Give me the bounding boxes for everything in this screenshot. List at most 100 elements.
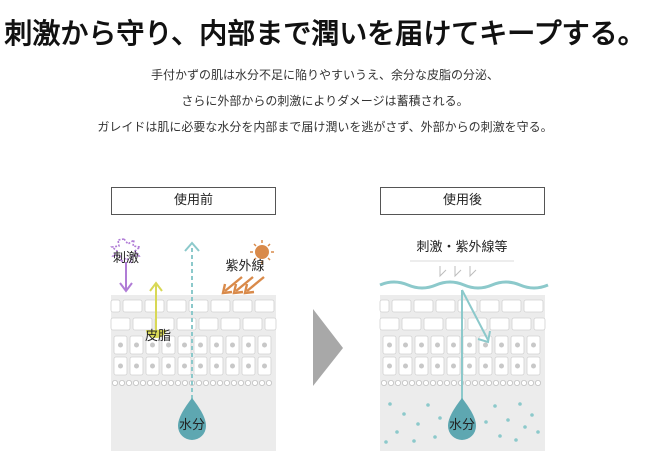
cell-nucleus — [515, 342, 520, 348]
before-skin-cells — [110, 299, 277, 386]
basal-cell — [387, 379, 394, 386]
cell-nucleus — [182, 363, 187, 369]
barrier-wave — [379, 280, 549, 290]
skin-cell — [232, 299, 253, 313]
skin-cell — [132, 317, 153, 331]
uv-sun-icon — [250, 240, 274, 264]
moisture-dot — [384, 440, 388, 444]
cell-nucleus — [182, 342, 187, 348]
cell-nucleus — [403, 342, 408, 348]
skin-cell — [144, 299, 165, 313]
moisture-dot — [514, 438, 518, 442]
basal-cell — [230, 379, 237, 386]
moisture-dot — [506, 418, 510, 422]
skin-cell — [401, 317, 422, 331]
irritation-label: 刺激 — [113, 250, 139, 265]
basal-cell — [237, 379, 244, 386]
basal-cell — [265, 379, 272, 386]
basal-cell — [415, 379, 422, 386]
basal-cell — [492, 379, 499, 386]
cell-nucleus — [387, 342, 392, 348]
cell-nucleus — [134, 363, 139, 369]
skin-cell — [166, 299, 187, 313]
cell-nucleus — [198, 363, 203, 369]
cell-nucleus — [118, 342, 123, 348]
basal-cell — [380, 379, 387, 386]
basal-cell — [506, 379, 513, 386]
after-skin-cells — [379, 299, 546, 386]
description: 手付かずの肌は水分不足に陥りやすいうえ、余分な皮脂の分泌、 さらに外部からの刺激… — [0, 62, 650, 140]
cell-nucleus — [435, 363, 440, 369]
basal-cell — [195, 379, 202, 386]
basal-cell — [126, 379, 133, 386]
skin-cell — [122, 299, 143, 313]
basal-cell — [408, 379, 415, 386]
page-title: 刺激から守り、内部まで潤いを届けてキープする。 — [4, 17, 646, 50]
skin-cell — [254, 299, 275, 313]
cell-nucleus — [246, 342, 251, 348]
transition-arrow-icon — [313, 309, 343, 386]
cell-nucleus — [262, 342, 267, 348]
moisture-dot — [395, 430, 399, 434]
skin-cell — [489, 317, 510, 331]
basal-cell — [209, 379, 216, 386]
basal-cell — [394, 379, 401, 386]
cell-nucleus — [166, 363, 171, 369]
moisture-dot — [412, 439, 416, 443]
basal-cell — [181, 379, 188, 386]
basal-cell — [153, 379, 160, 386]
cell-nucleus — [467, 342, 472, 348]
moisture-dot — [426, 403, 430, 407]
basal-cell — [450, 379, 457, 386]
cell-nucleus — [246, 363, 251, 369]
cell-nucleus — [531, 342, 536, 348]
cell-nucleus — [419, 342, 424, 348]
water-dashed-arrow-icon — [184, 241, 200, 400]
cell-nucleus — [483, 363, 488, 369]
description-line-2: さらに外部からの刺激によりダメージは蓄積される。 — [181, 94, 469, 108]
basal-cell — [464, 379, 471, 386]
basal-cell — [244, 379, 251, 386]
before-label: 使用前 — [111, 187, 276, 215]
basal-cell — [478, 379, 485, 386]
description-line-3: ガレイドは肌に必要な水分を内部まで届け潤いを逃がさず、外部からの刺激を守る。 — [97, 120, 553, 134]
cell-nucleus — [166, 342, 171, 348]
basal-cell — [132, 379, 139, 386]
skin-cell — [379, 317, 400, 331]
skin-cell — [435, 299, 456, 313]
basal-cell — [174, 379, 181, 386]
basal-cell — [499, 379, 506, 386]
basal-cell — [146, 379, 153, 386]
after-panel: 刺激・紫外線等 水分 — [379, 225, 549, 451]
cell-nucleus — [387, 363, 392, 369]
skin-cell — [423, 317, 444, 331]
skin-cell — [391, 299, 412, 313]
skin-cell — [413, 299, 434, 313]
basal-cell — [422, 379, 429, 386]
description-line-1: 手付かずの肌は水分不足に陥りやすいうえ、余分な皮脂の分泌、 — [150, 68, 499, 82]
moisture-dot — [438, 416, 442, 420]
skin-cell — [110, 317, 131, 331]
cell-nucleus — [419, 363, 424, 369]
before-water-drop-icon — [178, 398, 206, 440]
basal-cell — [251, 379, 258, 386]
basal-cell — [443, 379, 450, 386]
skin-cell — [379, 299, 390, 313]
basal-cell — [119, 379, 126, 386]
moisture-dot — [536, 430, 540, 434]
basal-cell — [202, 379, 209, 386]
cell-nucleus — [214, 363, 219, 369]
cell-nucleus — [150, 363, 155, 369]
basal-cell — [160, 379, 167, 386]
cell-nucleus — [150, 342, 155, 348]
basal-cell — [521, 379, 528, 386]
skin-cell — [479, 299, 500, 313]
basal-cell — [401, 379, 408, 386]
basal-cell — [485, 379, 492, 386]
external-stimulus-label: 刺激・紫外線等 — [416, 239, 507, 254]
moisture-dot — [402, 412, 406, 416]
cell-nucleus — [230, 363, 235, 369]
moisture-dot — [523, 425, 527, 429]
skin-cell — [210, 299, 231, 313]
